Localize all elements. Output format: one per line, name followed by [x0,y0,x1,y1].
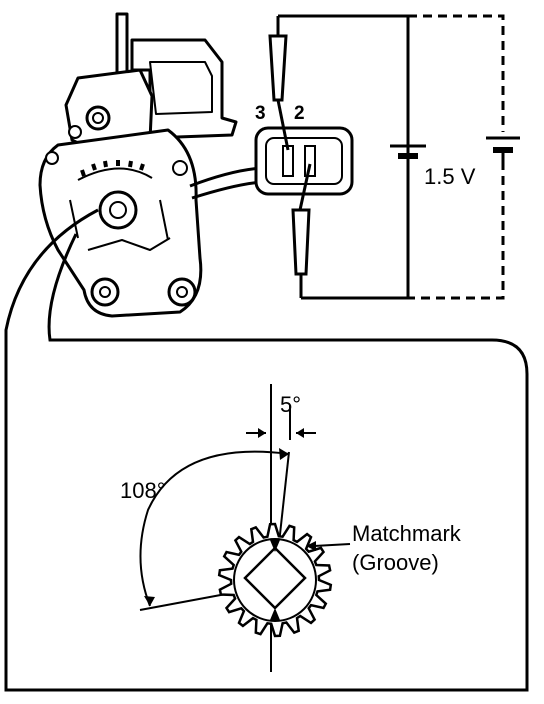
angle-5-label: 5° [280,392,301,417]
voltage-label: 1.5 V [424,164,476,189]
angle-108-label: 108° [120,478,166,503]
circuit-wire-dashed [408,14,505,300]
connector [254,126,354,196]
callout-leader [4,208,529,692]
gear-root-circle [233,538,317,622]
connector-pin-3 [282,145,294,177]
connector-pin-2 [304,145,316,177]
harness [189,166,263,200]
gear-detail: 5° 108° Matchmark (Groove) [120,384,462,672]
terminal-3-label: 3 [255,103,266,124]
scale-arc [77,167,153,181]
probe-top [268,34,288,102]
matchmark-label: Matchmark [352,521,462,546]
detail-callout [4,208,529,692]
battery-symbol [390,144,426,159]
terminal-2-label: 2 [294,103,305,124]
probe-bottom [291,208,311,276]
matchmark-sublabel: (Groove) [352,550,439,575]
angle-108-arc [139,450,290,607]
battery-symbol-dashed [486,132,520,164]
actuator-assembly [38,12,238,318]
test-circuit [268,14,520,300]
matchmark-groove [270,540,280,552]
